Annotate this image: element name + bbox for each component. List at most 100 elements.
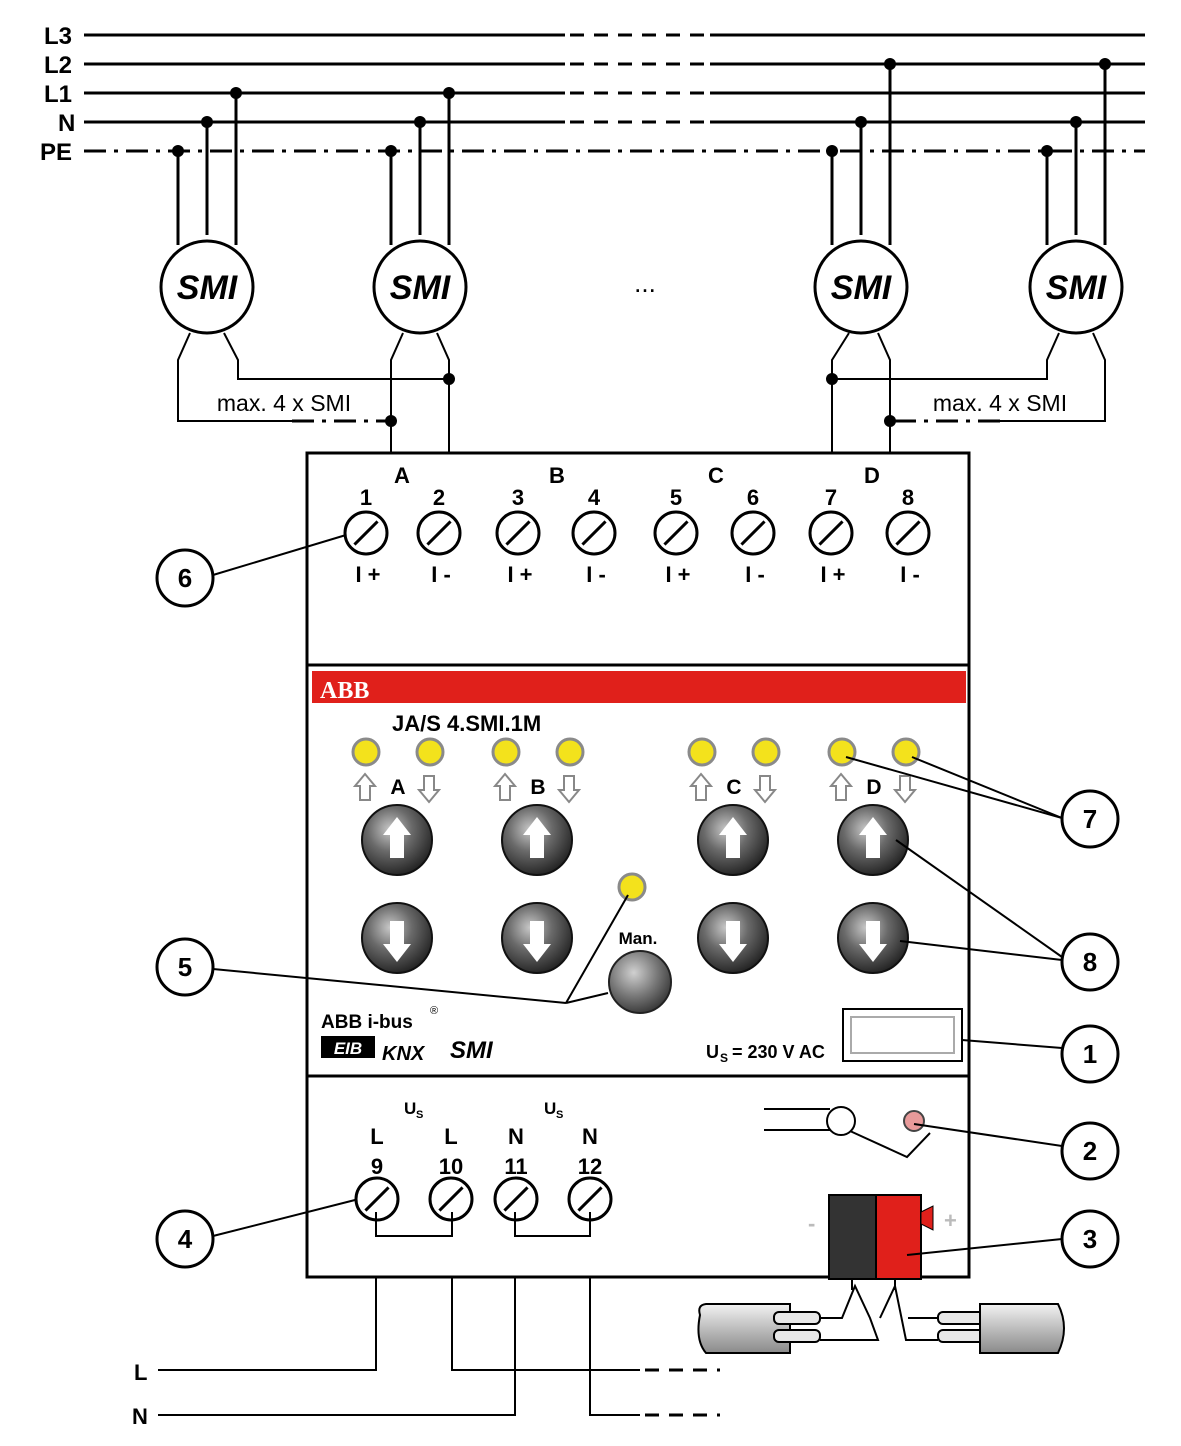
bottom-terminal-number: 11 xyxy=(504,1154,527,1179)
channel-c-controls: C xyxy=(687,737,781,974)
up-arrow-icon xyxy=(523,817,551,858)
motor-2-logo: SMI xyxy=(390,269,452,307)
channel-d-down-button[interactable] xyxy=(837,902,909,974)
channel-d-up-button[interactable] xyxy=(837,804,909,876)
channel-b-down-button[interactable] xyxy=(501,902,573,974)
channel-label: B xyxy=(530,776,545,799)
programming-led xyxy=(903,1110,925,1132)
top-terminal-number: 8 xyxy=(902,485,914,510)
arrow-down-icon xyxy=(752,775,778,804)
bottom-terminal-screw xyxy=(428,1176,474,1222)
supply-u-sub: S xyxy=(720,1051,728,1065)
callout-1: 1 xyxy=(1060,1024,1120,1084)
max-smi-right: max. 4 x SMI xyxy=(933,390,1067,416)
callout-8: 8 xyxy=(1060,932,1120,992)
callout-6: 6 xyxy=(155,548,215,608)
channel-b-up-button[interactable] xyxy=(501,804,573,876)
programming-button[interactable] xyxy=(826,1106,856,1136)
top-terminal-screw xyxy=(808,510,854,556)
top-terminal-number: 5 xyxy=(670,485,682,510)
us-sub-left: S xyxy=(416,1109,423,1121)
up-arrow-icon xyxy=(383,817,411,858)
callout-number: 2 xyxy=(1083,1136,1097,1166)
top-terminal-number: 3 xyxy=(512,485,524,510)
registered-mark: ® xyxy=(430,1005,438,1017)
led-up xyxy=(687,737,717,767)
channel-a-up-button[interactable] xyxy=(361,804,433,876)
manual-button[interactable] xyxy=(608,950,672,1014)
channel-label: D xyxy=(866,776,881,799)
top-terminal-number: 6 xyxy=(747,485,759,510)
top-terminal-number: 7 xyxy=(825,485,837,510)
abb-ibus-label: ABB i-bus xyxy=(321,1012,413,1033)
motor-3-logo: SMI xyxy=(831,269,893,307)
abb-logo: ABB xyxy=(320,678,369,704)
up-arrow-icon xyxy=(859,817,887,858)
motor-4: SMI xyxy=(1028,239,1124,335)
ellipsis-text: ... xyxy=(634,268,656,298)
channel-label-a: A xyxy=(394,463,410,488)
mains-l-label: L xyxy=(134,1360,147,1385)
bus-terminal-black xyxy=(828,1194,877,1280)
supply-voltage: = 230 V AC xyxy=(732,1042,825,1062)
arrow-down-icon xyxy=(416,775,442,804)
down-arrow-icon xyxy=(719,921,747,962)
bus-plus: + xyxy=(944,1208,957,1233)
bus-lines: L3 L2 L1 N PE xyxy=(40,23,1145,166)
arrow-down-icon xyxy=(892,775,918,804)
bus-terminal-red xyxy=(875,1194,922,1280)
bottom-terminal-letter: L xyxy=(370,1124,383,1149)
led-down xyxy=(415,737,445,767)
top-terminal-sign: I + xyxy=(507,562,532,587)
up-arrow-icon xyxy=(719,817,747,858)
motor-1: SMI xyxy=(159,239,255,335)
arrow-up-icon xyxy=(352,772,378,801)
led-down xyxy=(891,737,921,767)
top-terminal-screw xyxy=(495,510,541,556)
channel-label-c: C xyxy=(708,463,724,488)
bottom-terminal-letter: N xyxy=(582,1124,598,1149)
model-number: JA/S 4.SMI.1M xyxy=(392,711,541,736)
bottom-terminal-letter: N xyxy=(508,1124,524,1149)
top-terminal-screw xyxy=(885,510,931,556)
us-label-right: U xyxy=(544,1099,556,1118)
motor-1-logo: SMI xyxy=(177,269,239,307)
knx-logo: KNX xyxy=(382,1043,426,1065)
arrow-down-icon xyxy=(556,775,582,804)
motor-supply-wires xyxy=(172,58,1111,245)
top-terminal-screw xyxy=(416,510,462,556)
channel-a-down-button[interactable] xyxy=(361,902,433,974)
top-terminal-sign: I + xyxy=(665,562,690,587)
bottom-terminal-number: 12 xyxy=(578,1154,602,1179)
top-terminal-screw xyxy=(653,510,699,556)
callout-5: 5 xyxy=(155,937,215,997)
channel-c-down-button[interactable] xyxy=(697,902,769,974)
down-arrow-icon xyxy=(523,921,551,962)
motor-control-wires xyxy=(177,332,1106,453)
callout-number: 1 xyxy=(1083,1039,1097,1069)
line-label-l3: L3 xyxy=(44,23,72,50)
us-label-left: U xyxy=(404,1099,416,1118)
arrow-up-icon xyxy=(828,772,854,801)
eib-logo: EIB xyxy=(334,1039,362,1058)
line-label-n: N xyxy=(58,110,75,137)
line-label-pe: PE xyxy=(40,139,72,166)
bottom-terminal-letter: L xyxy=(444,1124,457,1149)
top-terminal-screw xyxy=(730,510,776,556)
top-terminal-sign: I + xyxy=(355,562,380,587)
line-label-l1: L1 xyxy=(44,81,72,108)
motor-3: SMI xyxy=(813,239,909,335)
motor-2: SMI xyxy=(372,239,468,335)
top-terminal-sign: I - xyxy=(586,562,606,587)
top-terminal-sign: I - xyxy=(745,562,765,587)
down-arrow-icon xyxy=(383,921,411,962)
callout-number: 8 xyxy=(1083,947,1097,977)
callout-7: 7 xyxy=(1060,789,1120,849)
top-terminal-number: 1 xyxy=(360,485,372,510)
callout-number: 4 xyxy=(178,1224,193,1254)
channel-c-up-button[interactable] xyxy=(697,804,769,876)
